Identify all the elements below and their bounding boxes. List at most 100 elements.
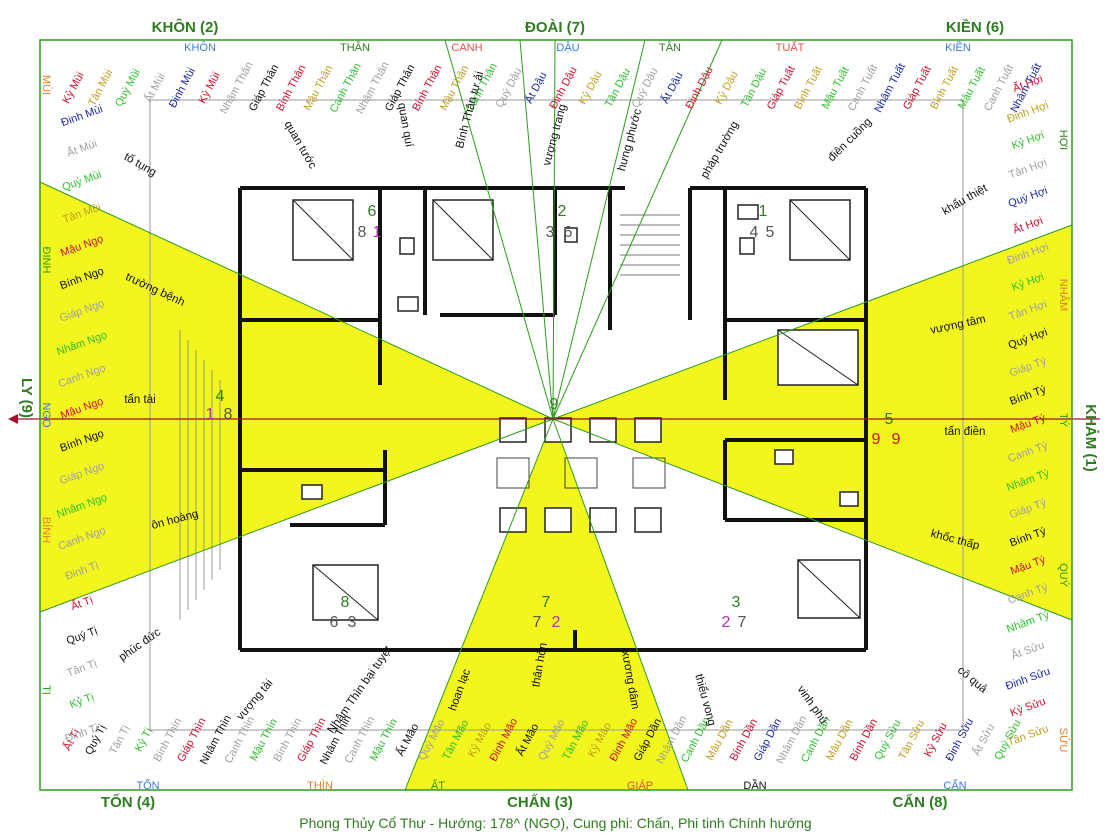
ray-6	[39, 418, 554, 613]
fixture-1	[737, 204, 759, 220]
chair-top-2	[589, 417, 617, 443]
mountain-labels: KHÔN THÂN CANH DẬU TÂN TUẤT KIỀN HỢI NHÂM TÝ QUÝ SỬ…	[40, 41, 1070, 792]
table-1	[564, 457, 598, 489]
property-boundary	[149, 99, 964, 731]
mountain-16: THÌN	[307, 779, 333, 792]
wedge-west	[40, 182, 553, 612]
mountain-2: CANH	[451, 42, 482, 54]
direction-axis	[8, 414, 1100, 424]
mountain-14: GIÁP	[627, 779, 653, 792]
star-8: 5	[766, 224, 775, 241]
floor-plan	[149, 99, 964, 731]
mountain-11: SỬU	[1057, 728, 1070, 753]
star-1: 8	[358, 224, 367, 241]
star-3: 2	[558, 203, 567, 220]
ray-2	[519, 39, 554, 420]
star-17: 6	[330, 614, 339, 631]
mountain-9: TÝ	[1057, 413, 1070, 428]
chair-top-1	[544, 417, 572, 443]
table-2	[632, 457, 666, 489]
frame-rect	[39, 39, 1073, 791]
mountain-5: TUẤT	[776, 41, 805, 54]
ray-10	[552, 418, 1073, 621]
ray-1	[552, 39, 646, 420]
ray-9	[552, 224, 1073, 420]
chair-top-0	[499, 417, 527, 443]
caption: Phong Thủy Cổ Thư - Hướng: 178^ (NGỌ), C…	[299, 815, 812, 831]
mountain-8: NHÂM	[1057, 279, 1070, 311]
chair-bottom-2	[589, 507, 617, 533]
bagua-labels: KHÔN (2)ĐOÀI (7)KIỀN (6)LY (9)KHẢM (1)TỐ…	[18, 18, 1099, 811]
bagua-can: CẤN (8)	[893, 794, 948, 811]
chair-bottom-3	[634, 507, 662, 533]
outer-frame	[39, 39, 1073, 791]
star-12: 9	[550, 396, 559, 413]
mountain-0: KHÔN	[184, 41, 216, 54]
table-0	[496, 457, 530, 489]
ray-3	[444, 39, 554, 420]
wedge-south	[405, 419, 688, 790]
fixture-7	[739, 237, 755, 255]
star-20: 7	[533, 614, 542, 631]
ray-4	[552, 39, 556, 420]
star-2: 1	[373, 224, 382, 241]
mountain-6: KIỀN	[945, 41, 971, 54]
star-7: 4	[750, 224, 759, 241]
ray-5	[39, 181, 554, 420]
bagua-ton: TỐN (4)	[101, 793, 155, 811]
chair-top-3	[634, 417, 662, 443]
fixture-3	[839, 491, 859, 507]
fixture-5	[564, 227, 578, 243]
bed-fold-0	[292, 199, 354, 261]
star-14: 9	[872, 431, 881, 448]
star-24: 7	[738, 614, 747, 631]
star-0: 6	[368, 203, 377, 220]
chair-bottom-1	[544, 507, 572, 533]
star-23: 2	[722, 614, 731, 631]
star-21: 2	[552, 614, 561, 631]
star-4: 3	[546, 224, 555, 241]
axis-arrow	[8, 414, 18, 424]
star-13: 5	[885, 411, 894, 428]
star-9: 4	[216, 388, 225, 405]
sector-rays	[39, 39, 1073, 791]
mountain-7: HỢI	[1057, 130, 1069, 150]
star-15: 9	[892, 431, 901, 448]
star-22: 3	[732, 594, 741, 611]
bed-fold-1	[432, 199, 494, 261]
mountain-21: NGỌ	[40, 402, 52, 428]
bagua-kham: KHẢM (1)	[1082, 404, 1099, 472]
mountain-20: ĐINH	[40, 247, 52, 274]
bagua-ly: LY (9)	[18, 378, 35, 418]
bed-fold-5	[797, 559, 861, 619]
ray-7	[404, 418, 554, 791]
fixture-4	[301, 484, 323, 500]
star-10: 1	[206, 406, 215, 423]
mountain-10: QUÝ	[1057, 563, 1070, 588]
annotation-12: tấn điền	[945, 426, 986, 438]
bagua-doai: ĐOÀI (7)	[525, 19, 585, 36]
bagua-chan: CHẤN (3)	[507, 794, 573, 811]
star-16: 8	[341, 594, 350, 611]
fixture-2	[774, 449, 794, 465]
star-5: 6	[564, 224, 573, 241]
mountain-12: CẤN	[943, 779, 966, 792]
star-6: 1	[759, 203, 768, 220]
mountain-4: TÂN	[659, 41, 681, 54]
mountain-15: ẤT	[431, 779, 445, 792]
mountain-17: TỐN	[136, 778, 159, 792]
mountain-19: BÍNH	[40, 517, 53, 543]
bed-fold-4	[312, 564, 379, 621]
mountain-1: THÂN	[340, 41, 370, 54]
star-18: 3	[348, 614, 357, 631]
fixture-0	[397, 296, 419, 312]
wedge-east	[553, 225, 1072, 620]
auspicious-wedges	[40, 182, 1072, 790]
ray-8	[552, 418, 689, 791]
bagua-kien: KIỀN (6)	[946, 19, 1004, 36]
mountain-18: TỊ	[40, 685, 52, 695]
bed-fold-2	[789, 199, 851, 261]
mountain-22: MÙI	[40, 75, 53, 95]
mountain-3: DẬU	[556, 41, 579, 54]
